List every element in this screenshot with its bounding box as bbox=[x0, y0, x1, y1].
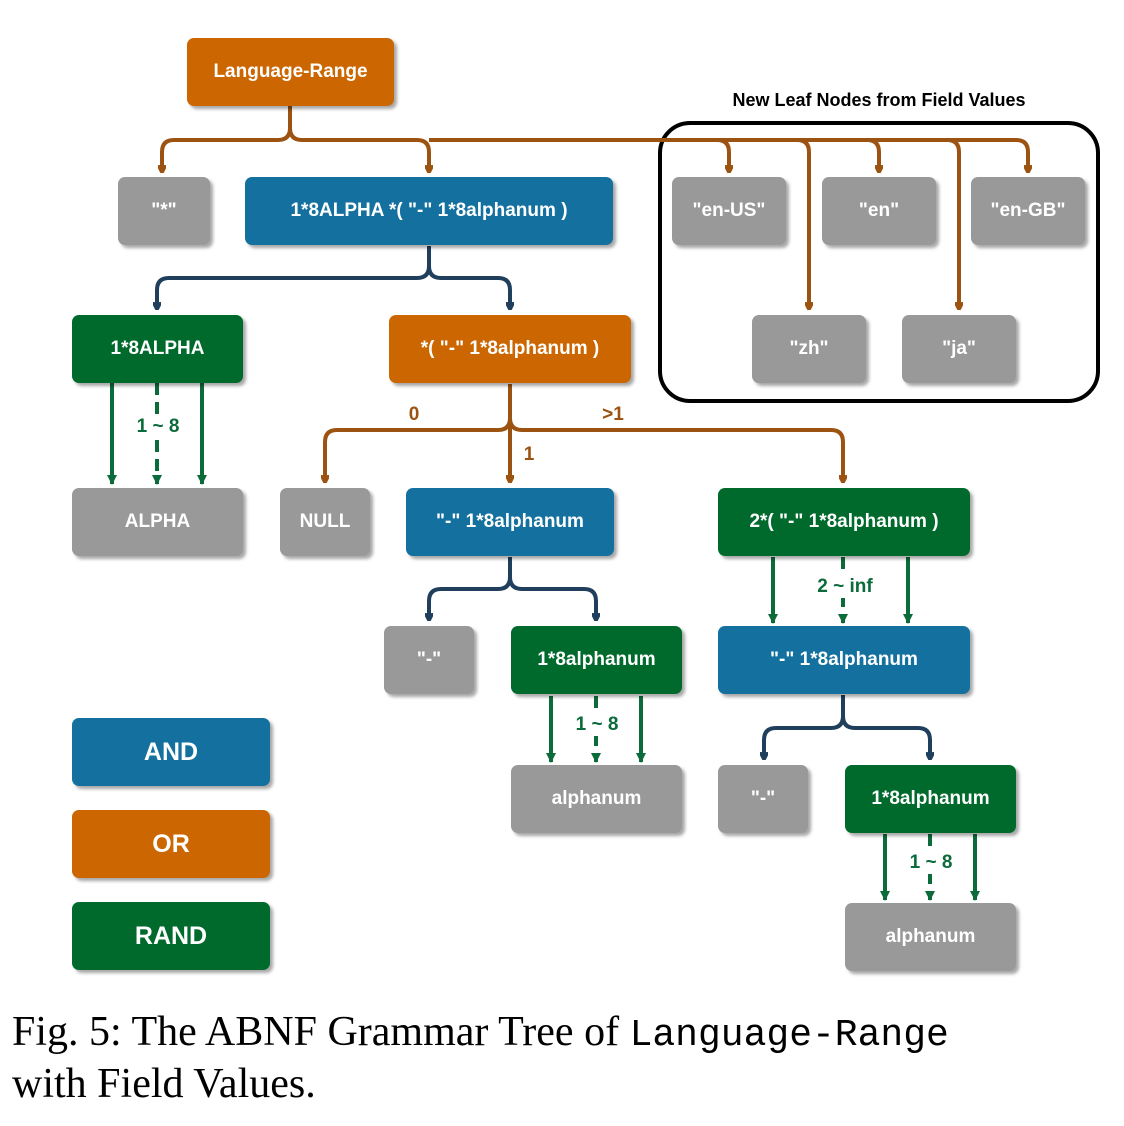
label-alpha-range: 1 ~ 8 bbox=[133, 416, 183, 438]
legend-or: OR bbox=[72, 810, 270, 878]
label-inf-range: 2 ~ inf bbox=[814, 576, 876, 598]
node-dash-repeat: *( "-" 1*8alphanum ) bbox=[389, 315, 631, 383]
node-null: NULL bbox=[280, 488, 370, 556]
field-values-group-border bbox=[658, 121, 1100, 403]
node-alpha-sequence: 1*8ALPHA *( "-" 1*8alphanum ) bbox=[245, 177, 613, 245]
node-dash-alnum-1: "-" 1*8alphanum bbox=[406, 488, 614, 556]
node-ja: "ja" bbox=[902, 315, 1016, 383]
dash-alnum-1-and-edges bbox=[429, 557, 596, 618]
node-alnum-rand-2: 1*8alphanum bbox=[845, 765, 1016, 833]
node-zh: "zh" bbox=[752, 315, 866, 383]
node-dash-literal-1: "-" bbox=[384, 626, 474, 694]
two-plus-rand-edges bbox=[768, 557, 913, 624]
alpha-seq-and-edges bbox=[157, 246, 510, 307]
root-or-edges bbox=[162, 106, 1028, 307]
label-or-more: >1 bbox=[602, 404, 624, 425]
node-alpha-rand: 1*8ALPHA bbox=[72, 315, 243, 383]
legend-and: AND bbox=[72, 718, 270, 786]
alnum-rand-2-edges bbox=[880, 834, 980, 901]
label-or-zero: 0 bbox=[408, 404, 420, 425]
field-values-group-title: New Leaf Nodes from Field Values bbox=[732, 90, 1026, 110]
node-en: "en" bbox=[822, 177, 936, 245]
node-star-literal: "*" bbox=[118, 177, 210, 245]
node-alphanum-2: alphanum bbox=[845, 903, 1016, 971]
grammar-tree-diagram bbox=[107, 106, 1100, 901]
caption-suffix: with Field Values. bbox=[12, 1061, 316, 1107]
caption-prefix: Fig. 5: The ABNF Grammar Tree of bbox=[12, 1009, 630, 1055]
legend-rand: RAND bbox=[72, 902, 270, 970]
alpha-rand-edges bbox=[107, 383, 207, 485]
label-alnum-range-1: 1 ~ 8 bbox=[572, 714, 622, 736]
alnum-rand-1-edges bbox=[546, 696, 646, 763]
node-dash-alnum-2: "-" 1*8alphanum bbox=[718, 626, 970, 694]
node-dash-literal-2: "-" bbox=[718, 765, 808, 833]
figure-caption: Fig. 5: The ABNF Grammar Tree of Languag… bbox=[12, 1008, 1112, 1108]
node-alpha: ALPHA bbox=[72, 488, 243, 556]
dash-alnum-2-and-edges bbox=[764, 695, 930, 757]
label-alnum-range-2: 1 ~ 8 bbox=[906, 852, 956, 874]
dash-repeat-or-edges bbox=[325, 384, 843, 480]
node-two-plus-repeat: 2*( "-" 1*8alphanum ) bbox=[718, 488, 970, 556]
node-en-gb: "en-GB" bbox=[971, 177, 1085, 245]
caption-code: Language-Range bbox=[629, 1014, 949, 1057]
node-language-range: Language-Range bbox=[187, 38, 394, 106]
node-alnum-rand-1: 1*8alphanum bbox=[511, 626, 682, 694]
node-alphanum-1: alphanum bbox=[511, 765, 682, 833]
label-or-one: 1 bbox=[523, 444, 535, 465]
node-en-us: "en-US" bbox=[672, 177, 786, 245]
